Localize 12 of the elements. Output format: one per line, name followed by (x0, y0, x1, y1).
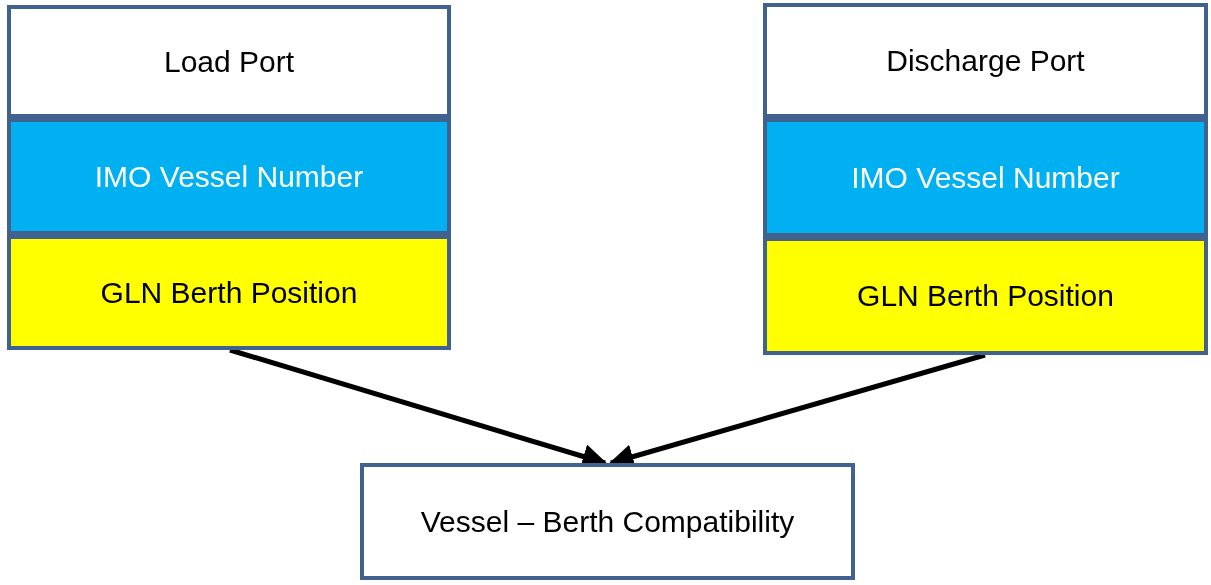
box-label: IMO Vessel Number (851, 159, 1120, 196)
box-label: Vessel – Berth Compatibility (420, 503, 795, 540)
berth-position-box (763, 237, 1208, 355)
result-box (360, 463, 855, 580)
berth-position-box (7, 235, 451, 350)
box-label: IMO Vessel Number (94, 158, 364, 195)
box-label: GLN Berth Position (857, 278, 1114, 315)
box-label: Load Port (163, 43, 295, 80)
port-box (7, 5, 451, 118)
box-label: Discharge Port (886, 42, 1085, 79)
port-box (763, 3, 1208, 118)
box-label: GLN Berth Position (100, 274, 358, 311)
